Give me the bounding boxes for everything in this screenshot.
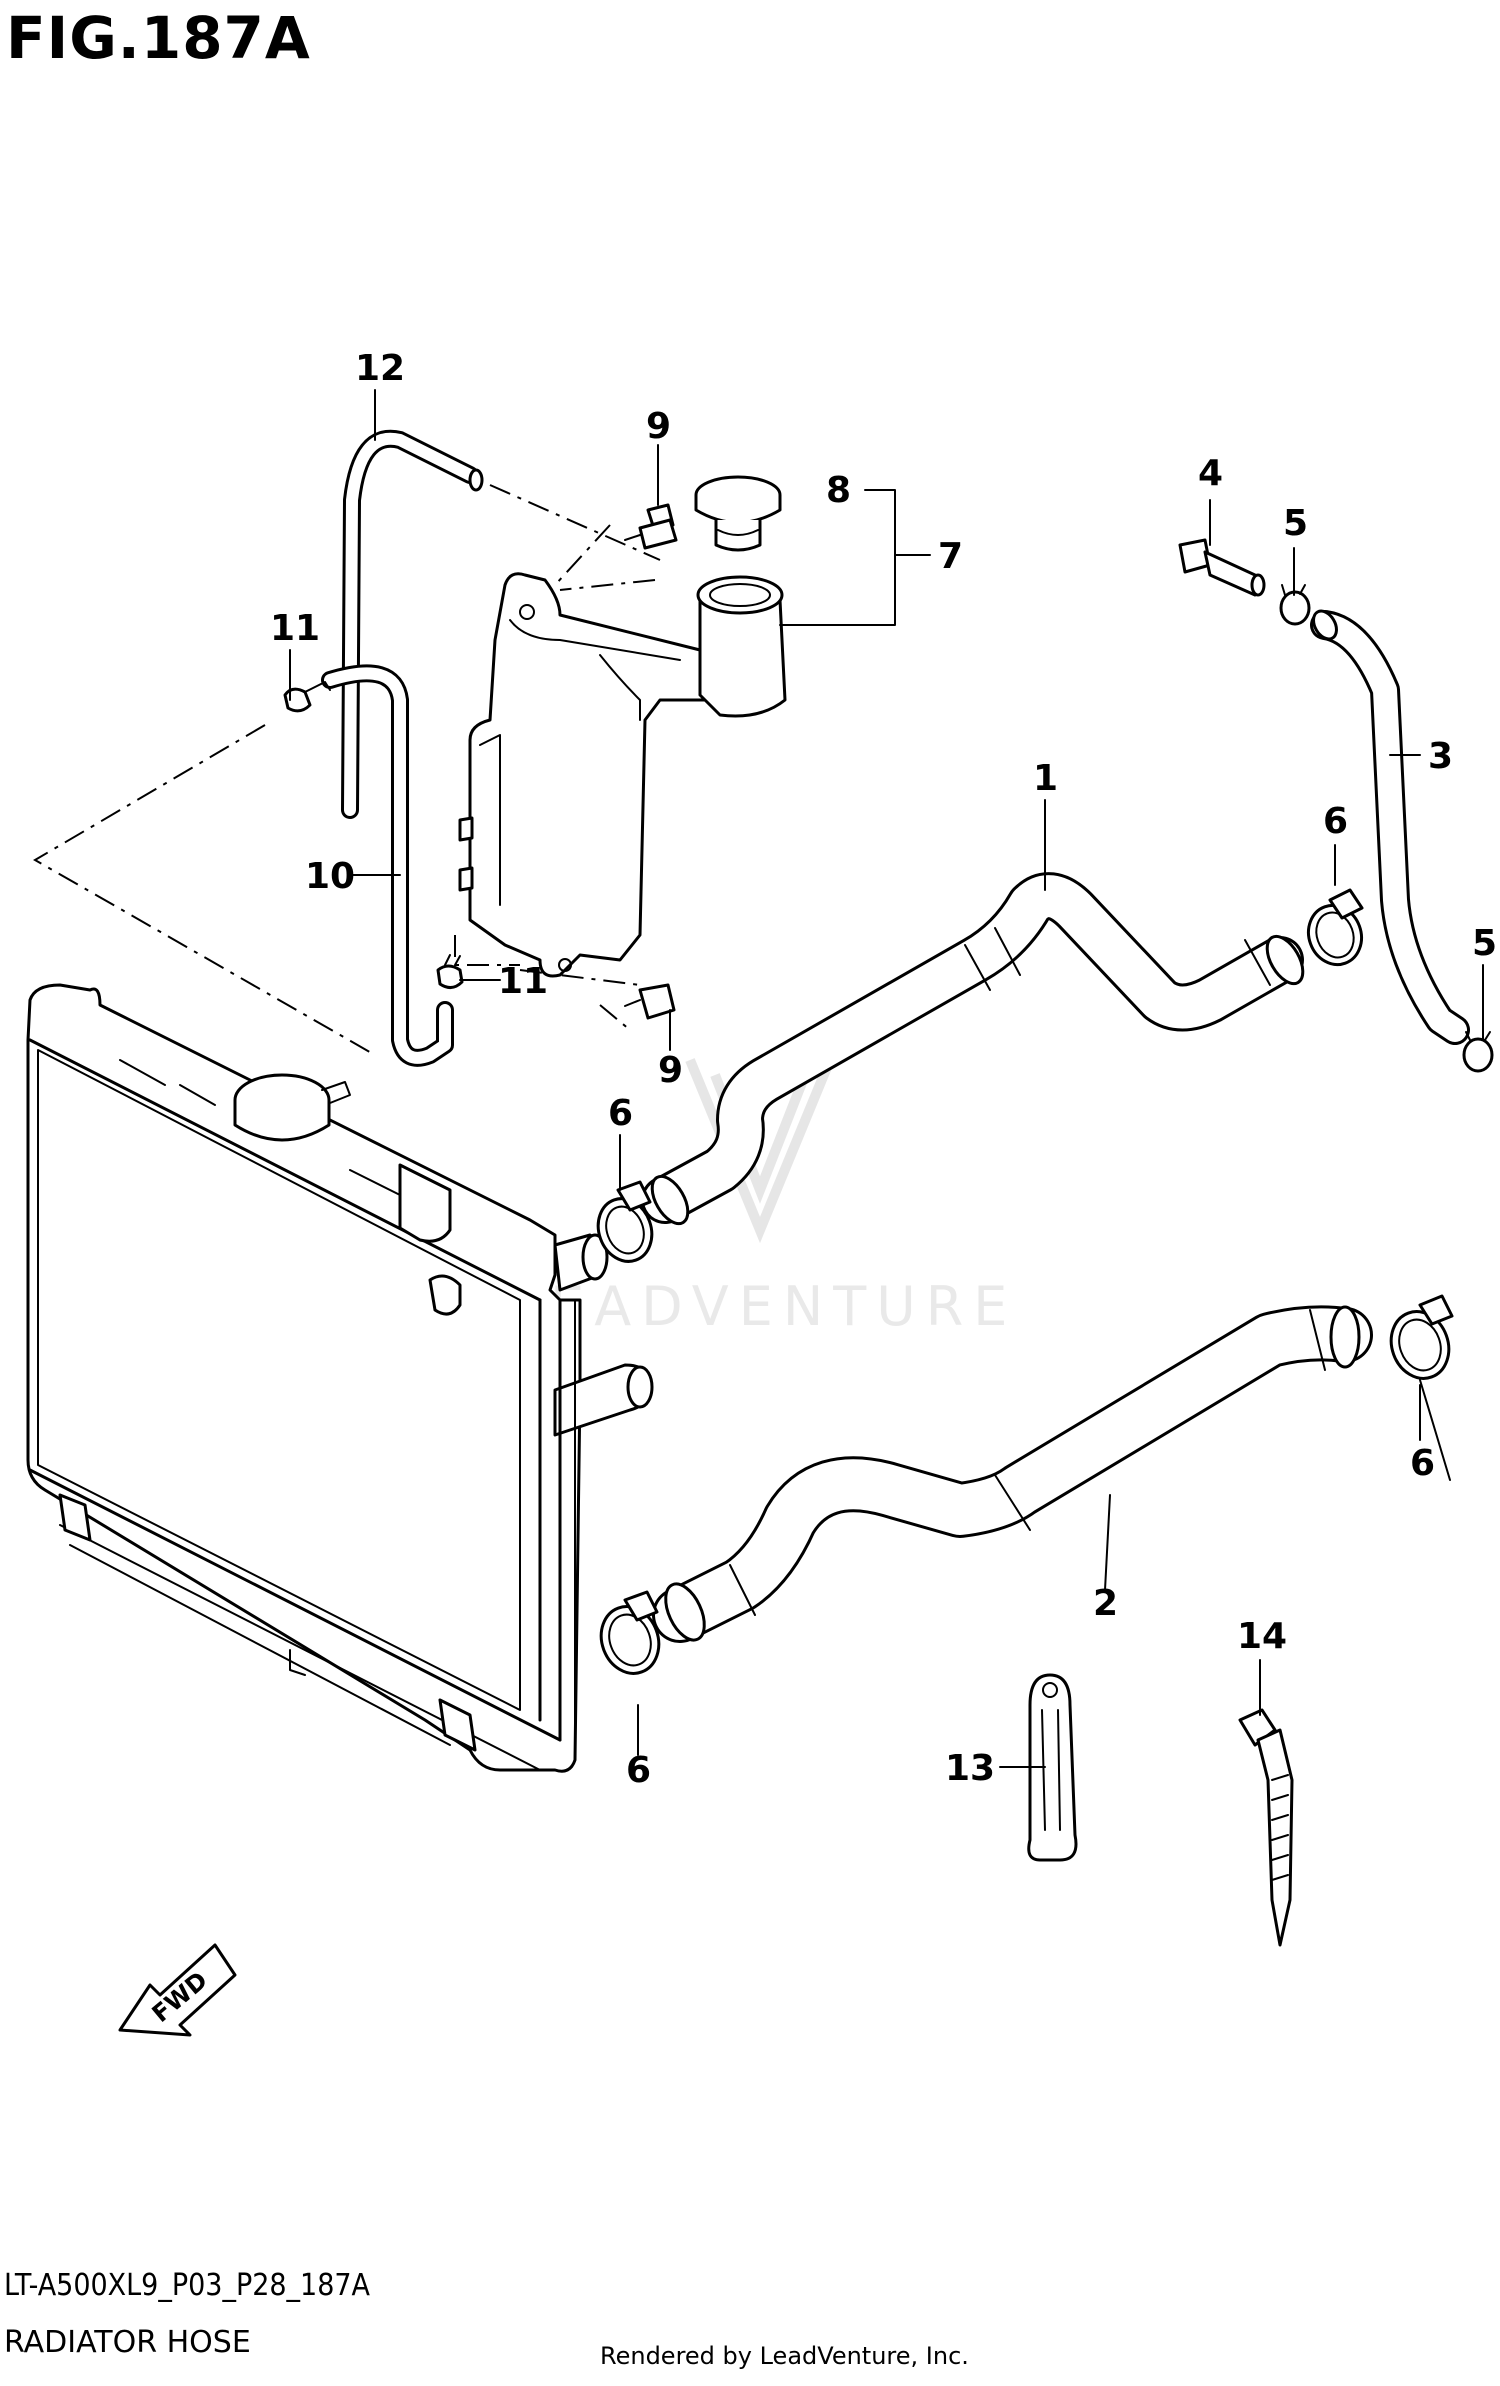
filler-cap — [694, 475, 782, 552]
cable-tie — [1238, 1708, 1294, 1947]
callout-9-upper: 9 — [646, 406, 671, 447]
callout-1: 1 — [1033, 758, 1058, 799]
callout-labels: 12 9 8 7 4 5 3 1 6 5 11 10 11 9 6 6 2 14… — [270, 348, 1497, 1791]
clamp-6-lower-left — [599, 1590, 661, 1675]
callout-14: 14 — [1237, 1616, 1287, 1657]
callout-5-lower: 5 — [1472, 923, 1497, 964]
lower-radiator-hose — [652, 1305, 1373, 1643]
radiator — [26, 983, 654, 1773]
callout-8: 8 — [826, 470, 851, 511]
callout-7: 7 — [938, 536, 963, 577]
callout-6-upper-left: 6 — [608, 1093, 633, 1134]
vent-hose — [341, 429, 484, 819]
callout-6-lower-left: 6 — [626, 1750, 651, 1791]
clamp-6-upper-right — [1307, 888, 1364, 967]
callout-3: 3 — [1428, 736, 1453, 777]
overflow-hose — [321, 664, 454, 1067]
watermark-text: LEADVENTURE — [510, 1275, 1017, 1338]
callout-9-lower: 9 — [658, 1050, 683, 1091]
hose-fitting — [1178, 538, 1266, 597]
callout-6-upper-right: 6 — [1323, 801, 1348, 842]
watermark: LEADVENTURE — [510, 1058, 1017, 1338]
callout-leaders — [289, 389, 1484, 1768]
clamp-6-upper-left — [596, 1180, 654, 1263]
clamp-5-lower — [1462, 1031, 1494, 1073]
fwd-arrow-icon: FWD — [118, 1943, 237, 2037]
small-clamp-upper — [283, 681, 331, 713]
clamp-6-lower-right — [1389, 1294, 1454, 1380]
callout-10: 10 — [305, 856, 355, 897]
diagram-code: LT-A500XL9_P03_P28_187A — [4, 2268, 371, 2303]
reservoir-tank — [458, 572, 787, 978]
hose-clip — [1027, 1673, 1078, 1862]
bolt-upper — [624, 503, 678, 550]
figure-title: FIG.187A — [6, 4, 311, 72]
callout-5-upper: 5 — [1283, 503, 1308, 544]
render-credit: Rendered by LeadVenture, Inc. — [600, 2342, 969, 2370]
callout-6-lower-right: 6 — [1410, 1443, 1435, 1484]
callout-13: 13 — [945, 1748, 995, 1789]
callout-11-lower: 11 — [498, 961, 548, 1002]
upper-radiator-hose — [641, 872, 1305, 1226]
small-clamp-lower — [436, 954, 464, 989]
callout-11-upper: 11 — [270, 608, 320, 649]
callout-2: 2 — [1093, 1583, 1118, 1624]
diagram-name: RADIATOR HOSE — [4, 2325, 251, 2360]
leader-lines — [33, 484, 661, 1056]
callout-12: 12 — [355, 348, 405, 389]
bolt-lower — [624, 983, 676, 1020]
bypass-hose — [1310, 609, 1470, 1045]
callout-4: 4 — [1198, 453, 1223, 494]
